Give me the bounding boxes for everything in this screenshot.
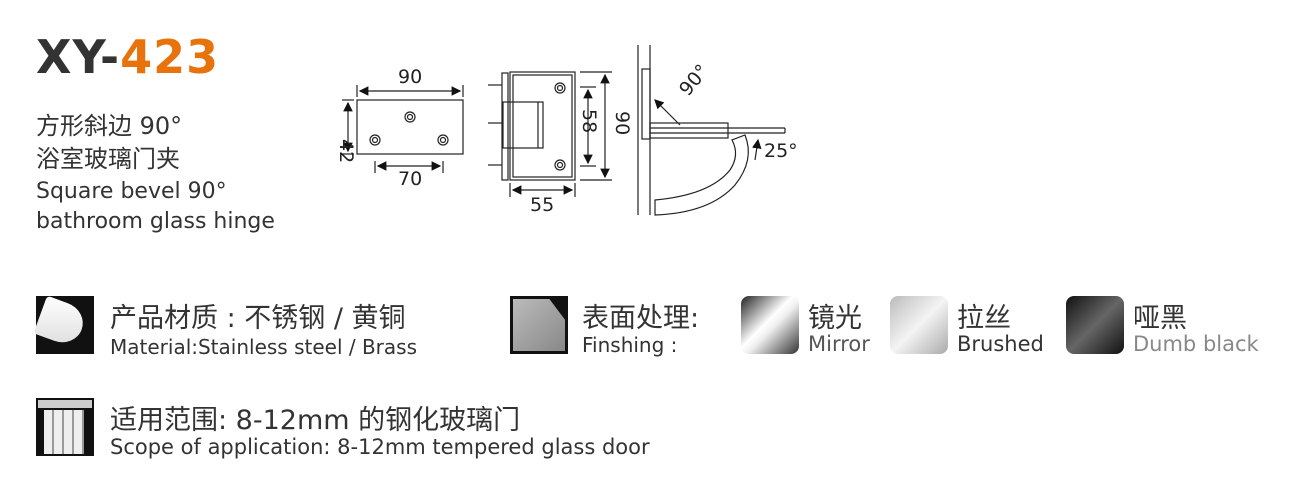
finish-black-en: Dumb black xyxy=(1133,332,1259,356)
desc-en-1: Square bevel 90° xyxy=(36,179,227,204)
dim-hole-spacing: 70 xyxy=(398,168,422,190)
swatch-black xyxy=(1066,296,1124,354)
angle-open: 90° xyxy=(675,60,714,100)
scope-label-cn: 适用范围: 8-12mm 的钢化玻璃门 xyxy=(110,405,521,436)
finish-mirror-en: Mirror xyxy=(808,332,870,356)
desc-cn-2: 浴室玻璃门夹 xyxy=(36,145,180,173)
dim-height: 42 xyxy=(335,139,357,163)
scope-label-en: Scope of application: 8-12mm tempered gl… xyxy=(110,435,650,459)
code-number: 423 xyxy=(120,30,220,84)
finish-brushed-en: Brushed xyxy=(957,332,1044,356)
desc-en-2: bathroom glass hinge xyxy=(36,209,275,234)
desc-cn-1: 方形斜边 90° xyxy=(36,112,183,140)
finish-mirror-cn: 镜光 xyxy=(808,303,862,334)
finish-label-en: Finshing : xyxy=(582,333,678,357)
door-icon xyxy=(36,398,94,456)
swatch-brushed xyxy=(890,296,948,354)
dim-depth: 55 xyxy=(530,194,554,216)
material-label-cn: 产品材质 : 不锈钢 / 黄铜 xyxy=(110,303,406,334)
material-label-en: Material:Stainless steel / Brass xyxy=(110,335,417,359)
dimension-drawings: 90 42 70 58 90 55 90° 25° xyxy=(335,45,798,216)
dim-inner-height: 58 xyxy=(578,109,600,133)
finish-icon xyxy=(510,296,568,354)
code-prefix: XY- xyxy=(36,30,121,84)
front-view-plate xyxy=(356,99,464,155)
finish-label-cn: 表面处理: xyxy=(582,303,700,334)
angle-back: 25° xyxy=(764,140,798,162)
dim-width: 90 xyxy=(398,66,422,88)
product-title: XY-423 xyxy=(36,30,219,84)
material-icon xyxy=(33,295,94,354)
dim-outer-height: 90 xyxy=(611,111,633,135)
swatch-mirror xyxy=(741,296,799,354)
finish-black-cn: 哑黑 xyxy=(1133,303,1187,334)
finish-brushed-cn: 拉丝 xyxy=(957,303,1011,334)
